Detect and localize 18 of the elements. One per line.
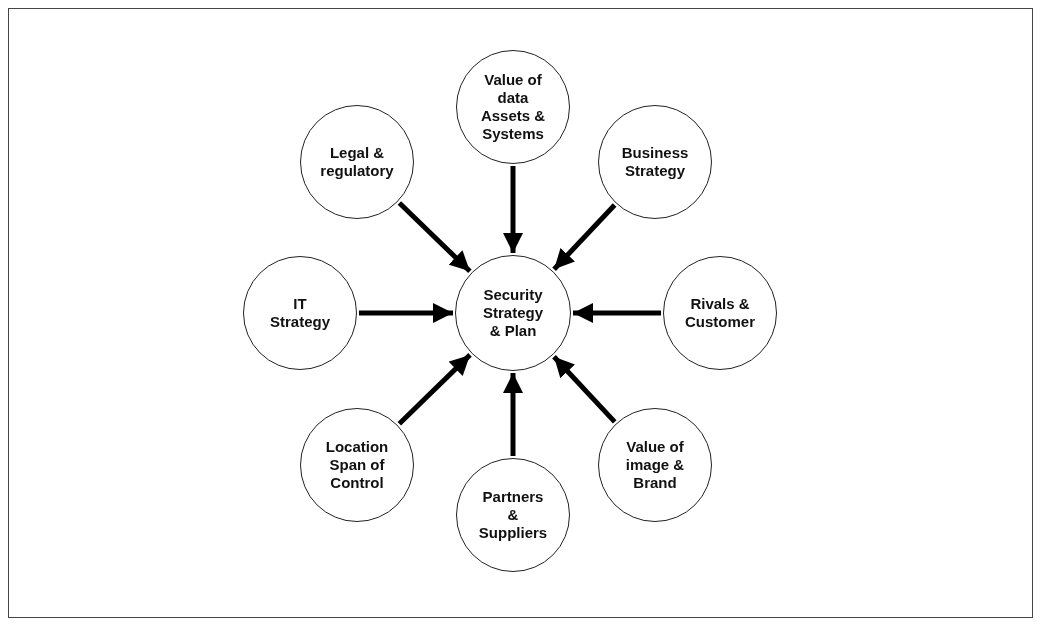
arrow xyxy=(397,353,472,426)
arrow xyxy=(552,355,617,424)
node-label: Partners & Suppliers xyxy=(478,488,548,542)
topic-circle xyxy=(455,255,571,371)
arrow xyxy=(397,201,472,274)
node-label: Rivals & Customer xyxy=(685,295,755,331)
node-label: Value of data Assets & Systems xyxy=(479,71,547,143)
node-label: Location Span of Control xyxy=(324,438,390,492)
node-label: IT Strategy xyxy=(269,295,331,331)
arrow xyxy=(573,303,661,323)
node-label: Business Strategy xyxy=(620,144,690,180)
arrow xyxy=(359,303,453,323)
arrow xyxy=(503,166,523,253)
node-label: Value of image & Brand xyxy=(624,438,686,492)
arrow xyxy=(503,373,523,456)
node-label: Security Strategy & Plan xyxy=(482,286,544,340)
node-label: Legal & regulatory xyxy=(319,144,395,180)
arrow xyxy=(552,203,617,271)
